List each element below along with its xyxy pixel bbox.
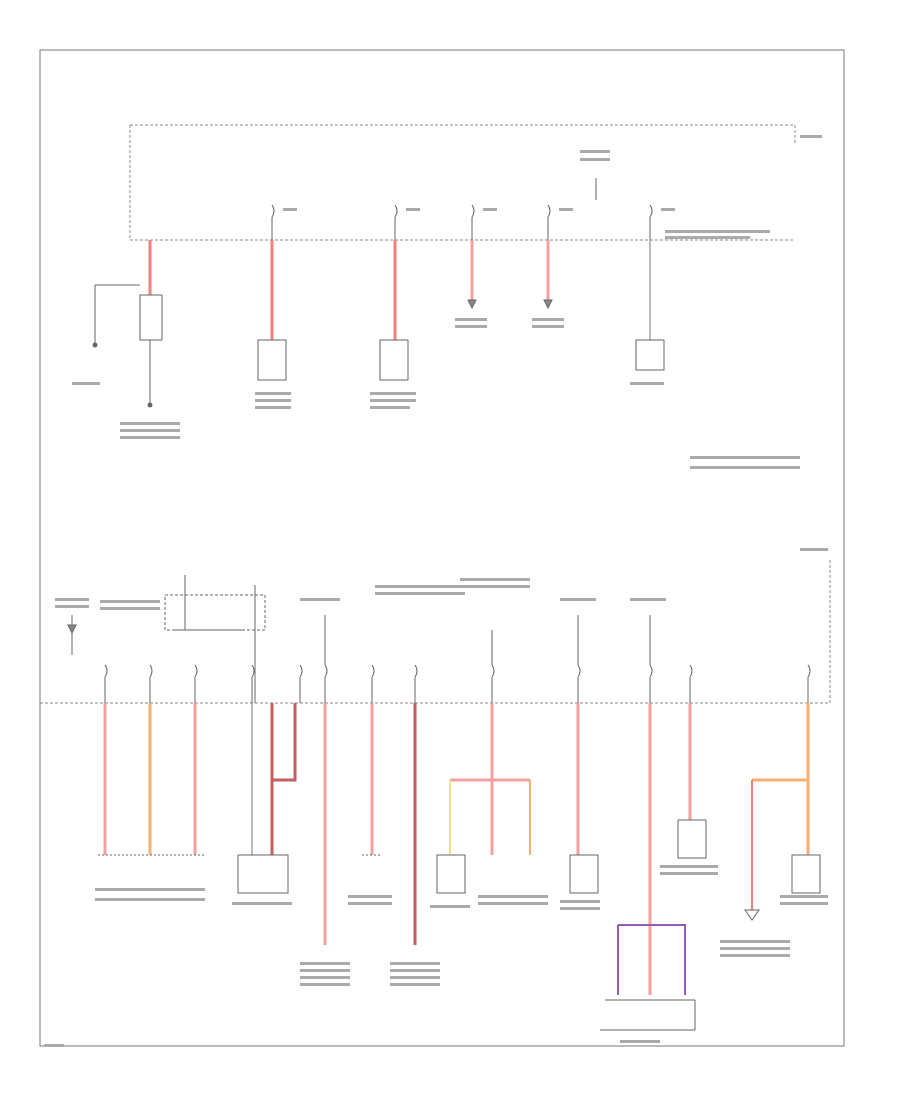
upper-labels <box>72 135 822 469</box>
lower-wires <box>103 703 810 995</box>
lower-relay-block <box>164 575 266 703</box>
wire-ground-bus <box>617 924 686 995</box>
upper-fuse-box <box>129 124 796 241</box>
module-g <box>791 854 821 894</box>
lower-labels <box>44 548 828 1047</box>
module-e <box>569 854 599 894</box>
wire-low-5 <box>270 703 297 855</box>
wire-low-13 <box>752 703 810 855</box>
generator <box>635 339 665 371</box>
upper-components <box>92 284 665 408</box>
module-f <box>677 819 707 859</box>
engine-control-module <box>237 854 289 894</box>
module-d <box>436 854 466 894</box>
lower-fuse-box <box>40 560 831 704</box>
upper-fuses <box>271 178 653 240</box>
lower-components <box>67 624 821 1031</box>
lower-fuses <box>71 615 811 703</box>
wire-low-9 <box>450 703 530 855</box>
diagram-frame <box>39 49 845 1047</box>
relay-box <box>139 294 163 341</box>
upper-module-2 <box>379 339 409 381</box>
upper-wires <box>148 240 651 340</box>
upper-module-1 <box>257 339 287 381</box>
